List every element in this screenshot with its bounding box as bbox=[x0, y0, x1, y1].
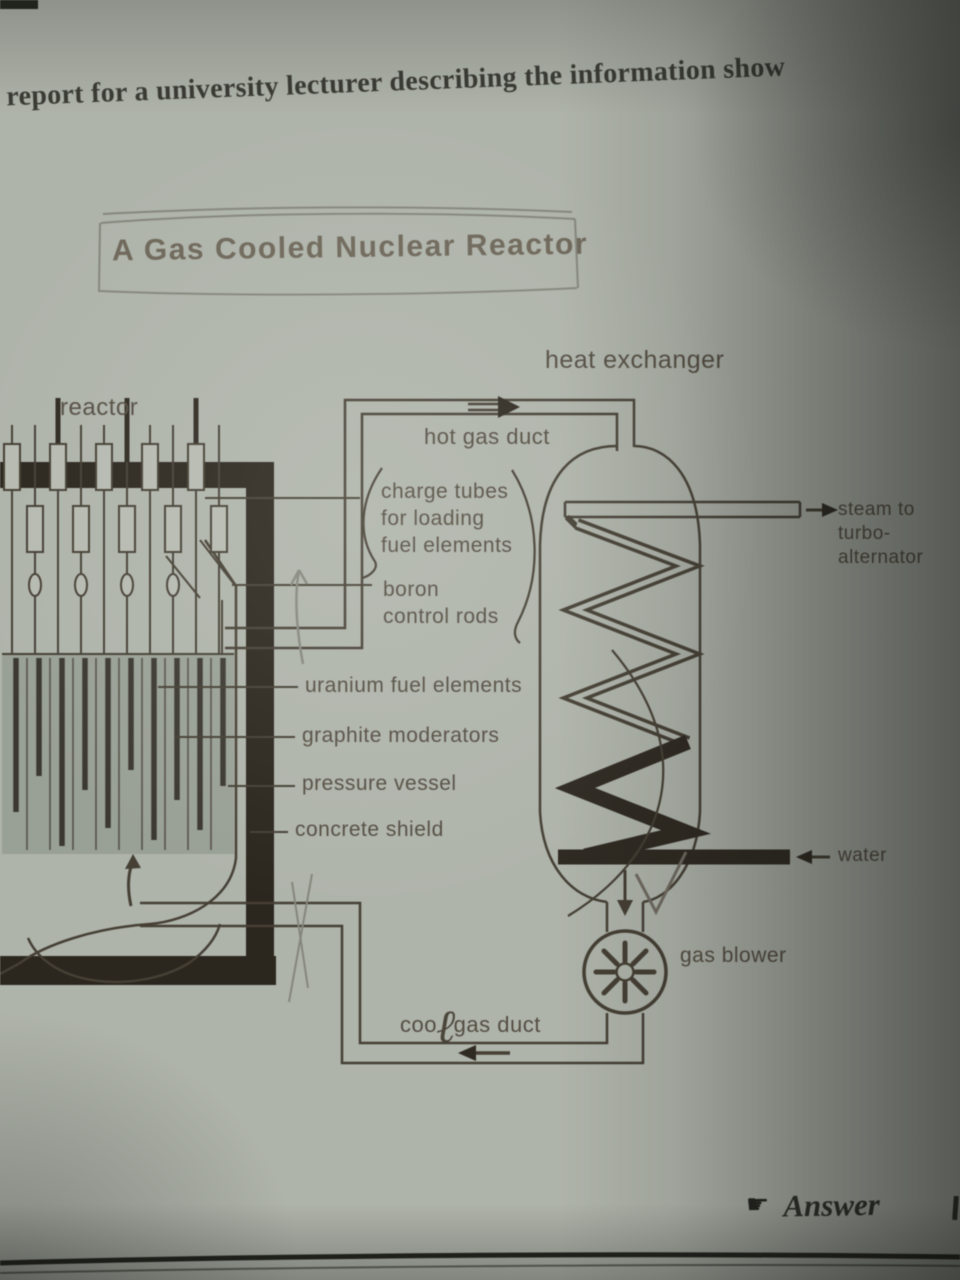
gas-blower-unit bbox=[582, 929, 668, 1015]
pressure-vessel-label: pressure vessel bbox=[302, 772, 457, 795]
water-arrow-icon bbox=[796, 850, 830, 864]
pencil-strokes bbox=[288, 873, 313, 1003]
cool-gas-duct-label: cooℓgas duct bbox=[400, 999, 541, 1053]
cool-gas-flow-arrow-icon bbox=[458, 1045, 510, 1061]
reactor-label: reactor bbox=[60, 394, 139, 421]
gas-up-arrow-icon bbox=[125, 854, 141, 907]
answer-label: Answer bbox=[783, 1186, 881, 1224]
steam-to-turbo-alternator-label: steam to turbo- alternator bbox=[838, 499, 924, 568]
uranium-fuel-elements-label: uranium fuel elements bbox=[305, 674, 523, 697]
water-inlet-pipe bbox=[558, 849, 830, 865]
boron-control-rods-label: boron control rods bbox=[383, 578, 499, 628]
graphite-moderators-label: graphite moderators bbox=[302, 724, 500, 747]
diagram-title: A Gas Cooled Nuclear Reactor bbox=[111, 227, 589, 268]
gas-down-arrow-icon bbox=[617, 870, 633, 916]
pointing-hand-icon: ☛ bbox=[745, 1188, 770, 1220]
reactor-core bbox=[2, 653, 234, 854]
heat-exchanger-label: heat exchanger bbox=[545, 346, 725, 374]
steam-arrow-icon bbox=[806, 503, 838, 517]
gas-blower-label: gas blower bbox=[680, 944, 787, 967]
steam-outlet-pipe bbox=[563, 500, 838, 519]
heat-exchanger-coil bbox=[554, 514, 711, 864]
hot-gas-duct-label: hot gas duct bbox=[424, 424, 550, 449]
answer-footer: ☛ Answer bbox=[746, 1187, 880, 1225]
charge-tubes-label: charge tubes for loading fuel elements bbox=[381, 480, 513, 557]
concrete-shield-label: concrete shield bbox=[295, 818, 444, 841]
water-label: water bbox=[838, 845, 887, 866]
